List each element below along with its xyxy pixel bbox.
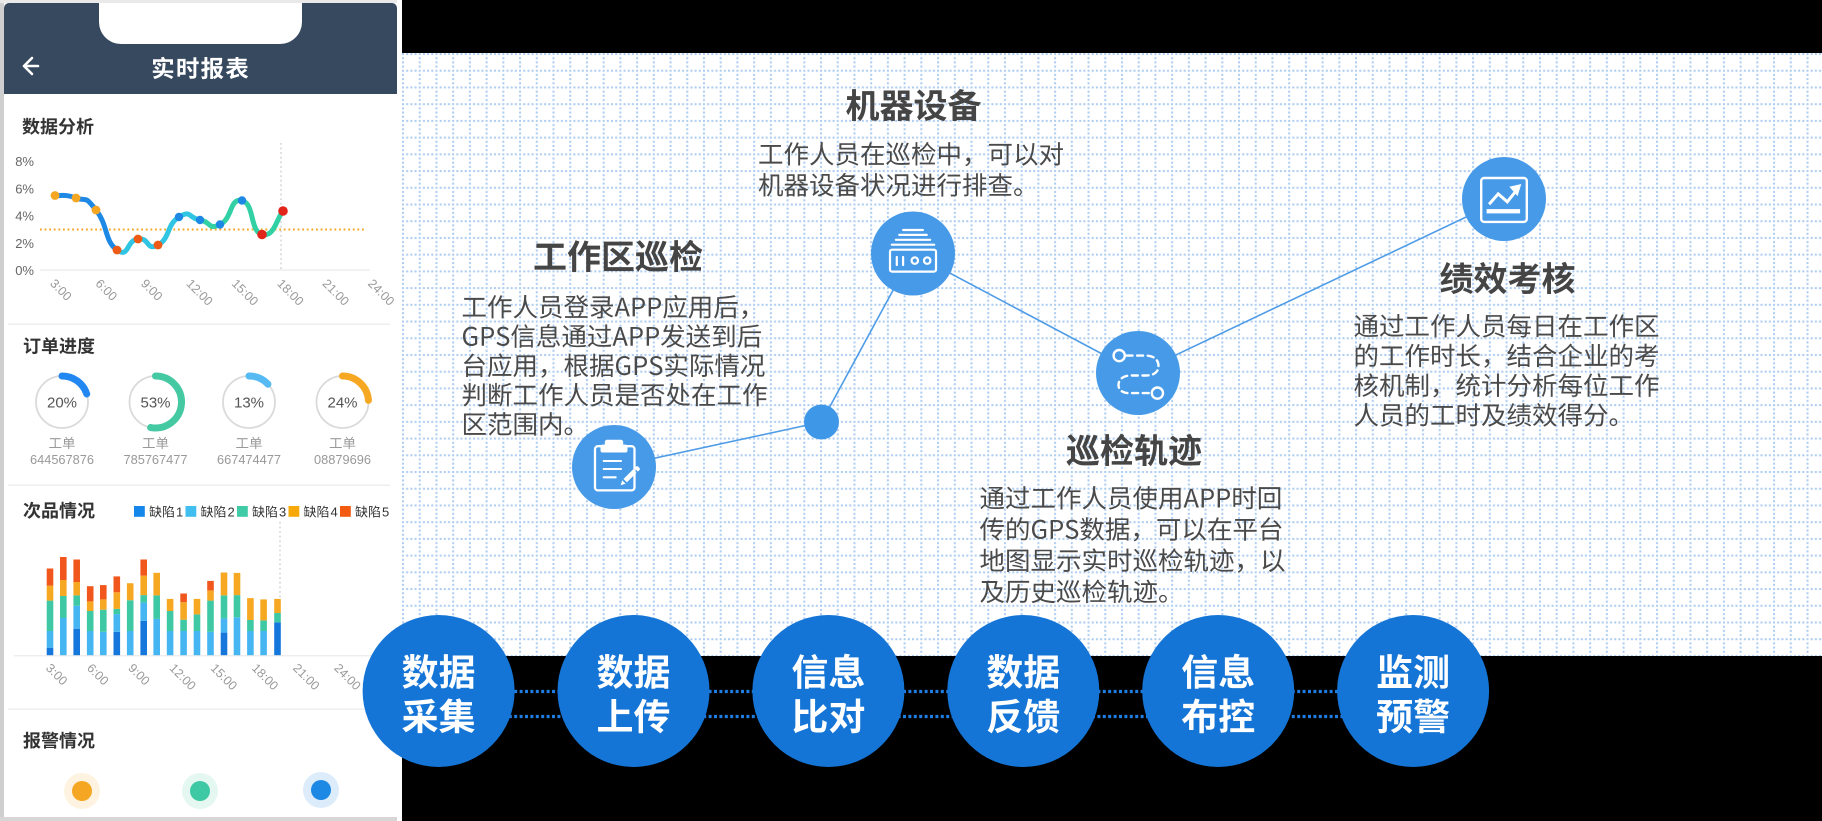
- svg-text:3:00: 3:00: [47, 277, 74, 304]
- svg-text:24%: 24%: [327, 395, 357, 412]
- svg-text:6%: 6%: [15, 181, 34, 196]
- svg-text:15:00: 15:00: [208, 661, 240, 693]
- svg-text:3:00: 3:00: [43, 661, 70, 688]
- svg-text:667474477: 667474477: [217, 452, 281, 467]
- svg-text:5: 5: [382, 505, 389, 520]
- svg-text:0%: 0%: [15, 263, 34, 278]
- svg-text:6:00: 6:00: [93, 277, 120, 304]
- svg-text:1: 1: [176, 505, 183, 520]
- svg-text:21:00: 21:00: [290, 661, 322, 693]
- svg-text:785767477: 785767477: [123, 452, 187, 467]
- svg-text:4%: 4%: [15, 209, 34, 224]
- svg-text:644567876: 644567876: [30, 452, 94, 467]
- svg-text:9:00: 9:00: [125, 661, 152, 688]
- svg-text:13%: 13%: [234, 395, 264, 412]
- svg-text:18:00: 18:00: [274, 277, 306, 309]
- svg-text:8%: 8%: [15, 154, 34, 169]
- svg-text:9:00: 9:00: [138, 277, 165, 304]
- svg-text:12:00: 12:00: [167, 661, 199, 693]
- svg-text:4: 4: [331, 505, 338, 520]
- svg-text:21:00: 21:00: [320, 277, 352, 309]
- svg-text:6:00: 6:00: [84, 661, 111, 688]
- svg-text:18:00: 18:00: [249, 661, 281, 693]
- svg-text:3: 3: [279, 505, 286, 520]
- svg-text:12:00: 12:00: [183, 277, 215, 309]
- svg-text:20%: 20%: [47, 395, 77, 412]
- svg-text:24:00: 24:00: [365, 277, 397, 309]
- svg-text:15:00: 15:00: [229, 277, 261, 309]
- svg-text:2: 2: [228, 505, 235, 520]
- svg-text:53%: 53%: [140, 395, 170, 412]
- svg-text:2%: 2%: [15, 236, 34, 251]
- svg-text:08879696: 08879696: [314, 452, 371, 467]
